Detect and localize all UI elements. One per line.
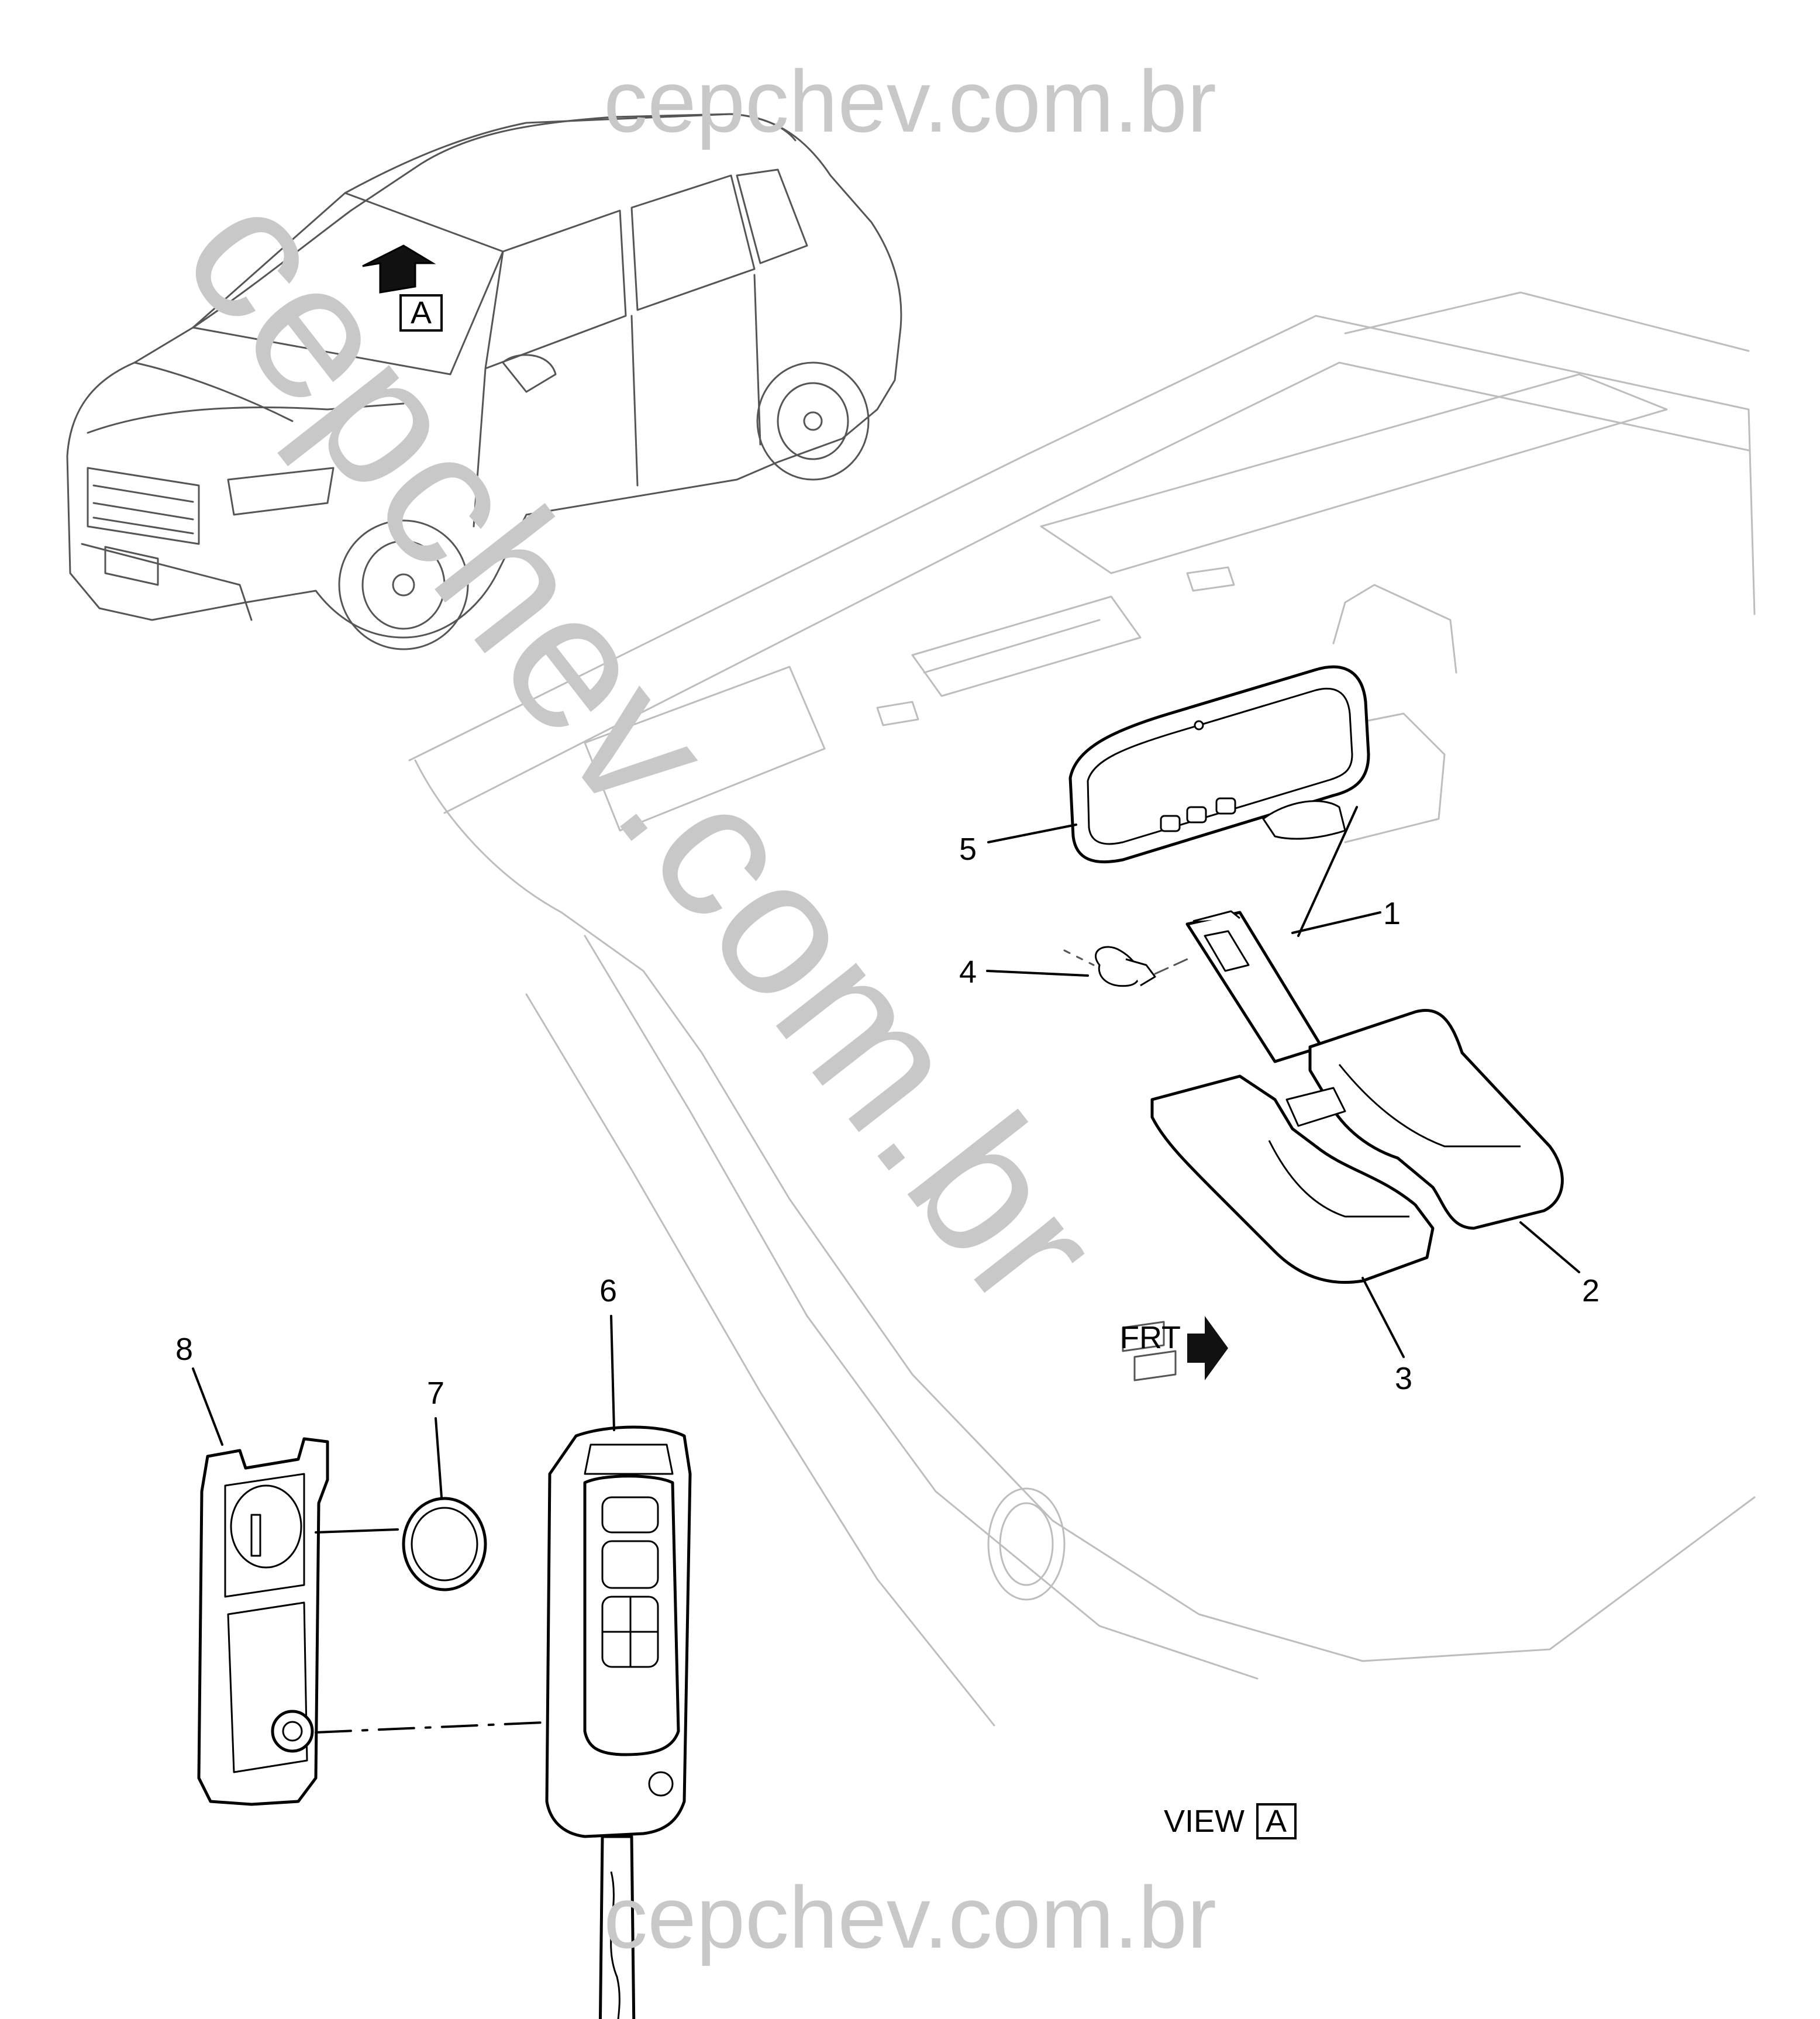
leader-8 [192,1367,223,1446]
callout-8: 8 [175,1332,193,1367]
headliner-illustration [408,291,1756,1727]
leader-5 [987,824,1077,843]
leader-3 [1361,1277,1405,1358]
inside-rearview-mirror [1068,665,1370,864]
harness-connector [1063,946,1188,987]
watermark-bottom: cepchev.com.br [604,1868,1216,1966]
cover-front [1150,1074,1435,1284]
callout-4: 4 [959,955,977,990]
view-label: VIEW A [1164,1803,1297,1839]
coin-battery [402,1497,487,1591]
cover-rear [1308,1009,1564,1230]
leader-7 [315,1528,399,1534]
remote-key [545,1425,692,2019]
module [1185,910,1323,1063]
watermark-diagonal: cepchev.com.br [142,150,1143,1346]
front-arrow-label: FRT [1120,1320,1181,1355]
leader-1b [1297,806,1358,937]
callout-3: 3 [1395,1361,1412,1396]
key-case-half [197,1437,329,1806]
callout-2: 2 [1582,1273,1600,1308]
view-label-letter: A [1266,1804,1287,1839]
callout-7: 7 [427,1376,444,1411]
callout-1: 1 [1383,896,1401,931]
leader-6 [610,1315,615,1431]
leader-2 [1519,1221,1580,1273]
vehicle-illustration: A [66,113,902,650]
watermark-top: cepchev.com.br [604,52,1216,150]
view-marker-letter: A [411,295,432,330]
callout-5: 5 [959,832,977,867]
leader-6-8 [315,1721,545,1734]
leader-1 [1291,911,1381,934]
front-direction-indicator: FRT [1120,1316,1228,1381]
view-label-text: VIEW [1164,1804,1245,1839]
leader-4 [986,970,1089,977]
callout-6: 6 [599,1273,617,1308]
leader-7-line [435,1417,443,1498]
